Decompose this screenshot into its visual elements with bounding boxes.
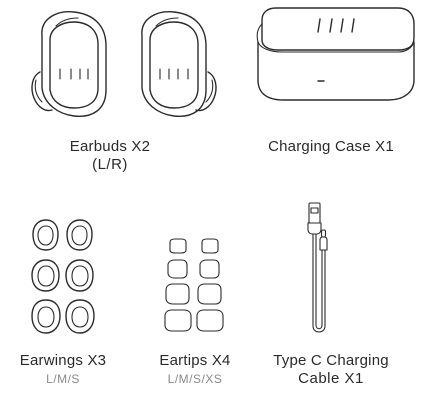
earbuds-illustration (31, 11, 217, 117)
earbuds-sublabel: (L/R) (92, 156, 128, 173)
right-earbud-icon (141, 11, 217, 117)
eartips-icon (164, 238, 224, 332)
earbuds-label: Earbuds X2 (69, 138, 151, 155)
earwings-icon (31, 219, 95, 334)
cable-label-line2: Cable X1 (298, 370, 364, 387)
type-c-cable-icon (307, 202, 328, 333)
eartips-sizes: L/M/S/XS (167, 372, 223, 386)
earwings-sizes: L/M/S (46, 372, 80, 386)
earwings-label: Earwings X3 (19, 352, 107, 369)
charging-case-label: Charging Case X1 (268, 138, 394, 155)
eartips-label: Eartips X4 (159, 352, 231, 369)
cable-label: Type C Charging (273, 352, 389, 369)
charging-case-icon (256, 7, 415, 101)
left-earbud-icon (31, 11, 107, 117)
